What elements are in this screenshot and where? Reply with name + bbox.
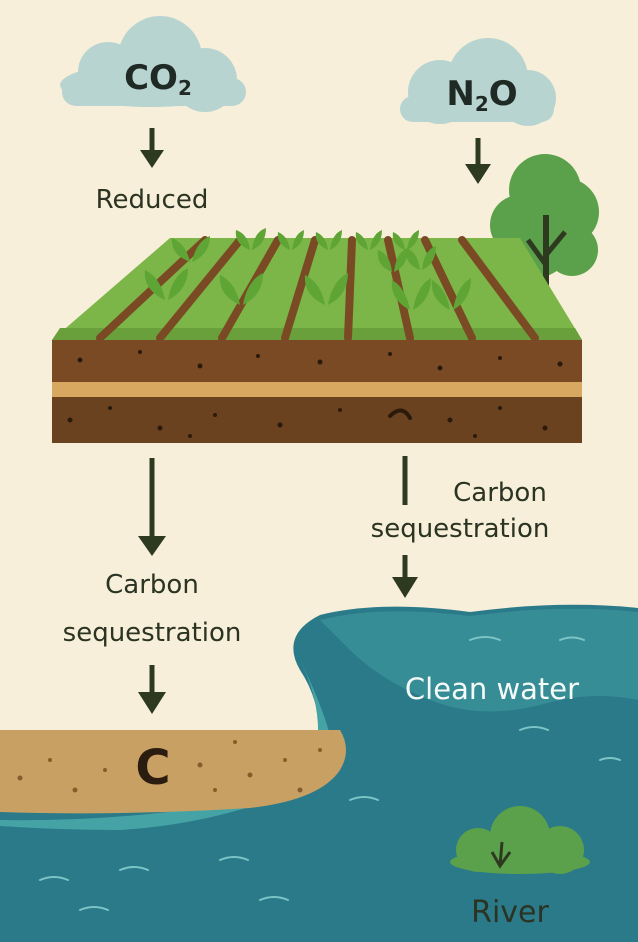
sequestration-left-line2: sequestration bbox=[62, 618, 242, 648]
soil-cross-section bbox=[52, 340, 582, 443]
reduced-label: Reduced bbox=[95, 185, 209, 215]
n2o-formula-o: O bbox=[488, 74, 518, 114]
sequestration-right-line2: sequestration bbox=[370, 514, 550, 544]
river-bush bbox=[450, 806, 590, 874]
arrow-soil-left-icon bbox=[138, 458, 166, 556]
sand-bank bbox=[0, 730, 346, 814]
clean-water-label: Clean water bbox=[404, 672, 580, 706]
tree bbox=[490, 154, 599, 320]
arrow-co2-down-icon bbox=[140, 128, 164, 168]
carbon-symbol: C bbox=[135, 740, 171, 796]
n2o-cloud bbox=[400, 38, 556, 126]
arrows bbox=[138, 128, 491, 714]
carbon-mark-icon bbox=[388, 408, 412, 420]
crop-field bbox=[52, 228, 582, 342]
sequestration-right-line1: Carbon bbox=[453, 478, 547, 508]
co2-cloud bbox=[60, 16, 246, 112]
sequestration-left-line1: Carbon bbox=[105, 570, 199, 600]
river-label: River bbox=[471, 895, 549, 930]
n2o-label: N2O bbox=[432, 74, 532, 116]
n2o-formula-n: N bbox=[446, 74, 475, 114]
n2o-subscript: 2 bbox=[474, 92, 489, 116]
co2-subscript: 2 bbox=[177, 76, 192, 100]
co2-label: CO2 bbox=[108, 58, 208, 100]
arrow-n2o-down-icon bbox=[465, 138, 491, 184]
co2-formula: CO bbox=[124, 58, 178, 98]
arrow-soil-right-icon bbox=[392, 456, 418, 598]
arrow-left-lower-icon bbox=[138, 665, 166, 714]
